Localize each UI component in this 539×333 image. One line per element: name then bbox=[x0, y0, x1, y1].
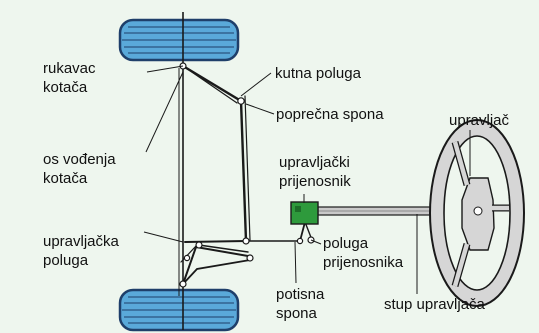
label-steering-gear-line1: upravljački bbox=[279, 154, 350, 171]
label-steering-gear: upravljački prijenosnik bbox=[279, 153, 351, 191]
leader-lines bbox=[143, 65, 471, 294]
steering-gearbox bbox=[290, 201, 319, 225]
label-steering-wheel: upravljač bbox=[449, 111, 509, 130]
label-angle-lever: kutna poluga bbox=[275, 64, 361, 83]
label-steering-gear-line2: prijenosnik bbox=[279, 173, 351, 190]
label-tie-rod: poprečna spona bbox=[276, 105, 384, 124]
label-steering-axis: os vođenja kotača bbox=[43, 150, 116, 188]
label-steering-wheel-line1: upravljač bbox=[449, 112, 510, 129]
label-wheel-knuckle: rukavac kotača bbox=[43, 59, 96, 97]
label-angle-lever-line1: kutna poluga bbox=[275, 65, 361, 82]
label-steering-column: stup upravljača bbox=[384, 295, 485, 314]
label-drag-link: potisna spona bbox=[276, 285, 324, 323]
label-pitman-arm-line1: poluga bbox=[323, 235, 369, 252]
label-tie-rod-line1: poprečna spona bbox=[276, 106, 384, 123]
linkage-joints bbox=[179, 62, 315, 288]
label-steering-arm-line1: upravljačka bbox=[43, 233, 119, 250]
steering-wheel-shape bbox=[429, 119, 525, 307]
label-wheel-knuckle-line1: rukavac bbox=[43, 60, 96, 77]
label-steering-arm: upravljačka poluga bbox=[43, 232, 119, 270]
label-drag-link-line1: potisna bbox=[276, 286, 325, 303]
label-steering-arm-line2: poluga bbox=[43, 252, 89, 269]
label-steering-column-line1: stup upravljača bbox=[384, 296, 485, 313]
label-pitman-arm: poluga prijenosnika bbox=[323, 234, 403, 272]
front-wheel-top bbox=[118, 18, 240, 62]
label-wheel-knuckle-line2: kotača bbox=[43, 79, 88, 96]
label-pitman-arm-line2: prijenosnika bbox=[323, 254, 404, 271]
label-drag-link-line2: spona bbox=[276, 305, 317, 322]
front-wheel-bottom bbox=[118, 288, 240, 332]
label-steering-axis-line2: kotača bbox=[43, 170, 88, 187]
label-steering-axis-line1: os vođenja bbox=[43, 151, 116, 168]
